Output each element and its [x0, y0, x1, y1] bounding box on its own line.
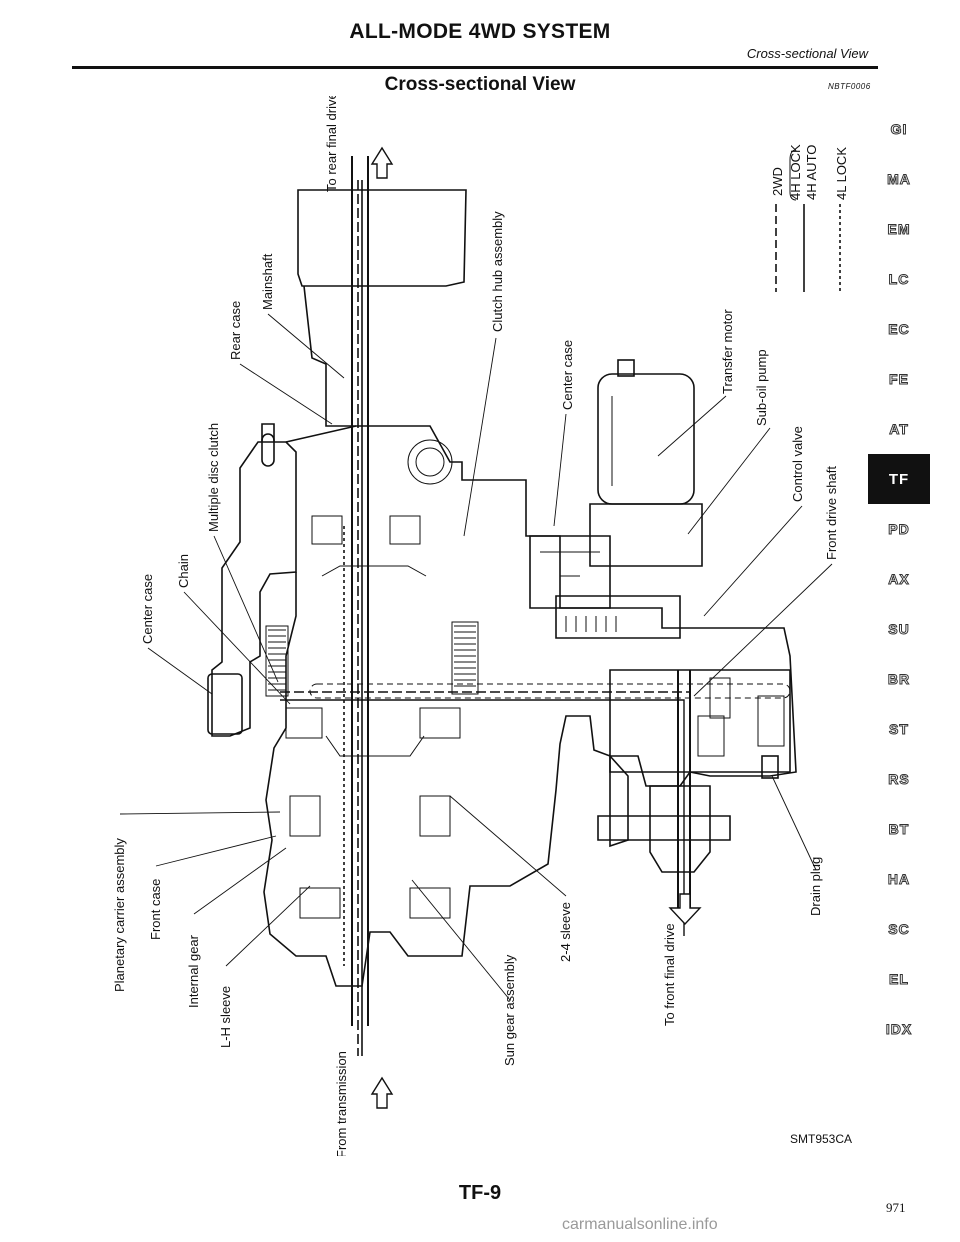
legend-4h-lock: 4H LOCK	[788, 144, 803, 200]
side-index-item[interactable]: SC	[888, 921, 910, 938]
label-mainshaft: Mainshaft	[260, 253, 275, 310]
flow-front	[280, 691, 691, 916]
label-multiple-disc-clutch: Multiple disc clutch	[206, 423, 221, 532]
side-index-item[interactable]: GI	[890, 121, 908, 138]
section-code: NBTF0006	[828, 82, 871, 91]
label-lh-sleeve: L-H sleeve	[218, 986, 233, 1048]
label-front-case: Front case	[148, 879, 163, 940]
header-section-label: Cross-sectional View	[746, 46, 868, 61]
label-chain: Chain	[176, 554, 191, 588]
side-index-item[interactable]: BR	[887, 671, 911, 688]
leader-lines	[119, 313, 833, 1001]
side-index-item[interactable]: EL	[889, 971, 909, 988]
side-index-item[interactable]: EC	[888, 321, 910, 338]
side-index-item[interactable]: BT	[888, 821, 910, 838]
label-sub-oil-pump: Sub-oil pump	[754, 349, 769, 426]
label-to-rear-final-drive: To rear final drive	[324, 96, 339, 192]
figure-id: SMT953CA	[790, 1132, 853, 1146]
side-index-item[interactable]: HA	[887, 871, 911, 888]
label-to-front-final-drive: To front final drive	[662, 923, 677, 1026]
side-index-item[interactable]: LC	[888, 271, 910, 288]
side-index-item[interactable]: ST	[889, 721, 909, 738]
label-internal-gear: Internal gear	[186, 934, 201, 1008]
label-drain-plug: Drain plug	[808, 857, 823, 916]
side-index-item[interactable]: AX	[888, 571, 910, 588]
label-clutch-hub-assembly: Clutch hub assembly	[490, 211, 505, 332]
arrow-up-rear-icon	[370, 146, 394, 179]
label-2-4-sleeve: 2-4 sleeve	[558, 902, 573, 962]
cross-section-diagram: Rear case Mainshaft Clutch hub assembly …	[112, 96, 849, 1156]
watermark: carmanualsonline.info	[562, 1216, 718, 1233]
label-center-case-top: Center case	[560, 340, 575, 410]
page-number: TF-9	[458, 1182, 502, 1204]
internal-components	[265, 396, 791, 919]
side-index-item[interactable]: RS	[888, 771, 910, 788]
side-index-item[interactable]: IDX	[885, 1021, 913, 1038]
legend-brace	[789, 149, 797, 201]
flow-front-solid	[280, 699, 685, 916]
arrow-up-input-icon	[370, 1076, 394, 1109]
side-index-item[interactable]: EM	[887, 221, 911, 238]
label-rear-case: Rear case	[228, 301, 243, 360]
side-index-item[interactable]: PD	[888, 521, 910, 538]
label-sun-gear-assembly: Sun gear assembly	[502, 954, 517, 1066]
header-rule	[72, 66, 878, 69]
label-control-valve: Control valve	[790, 426, 805, 502]
side-index: GI MA EM LC EC FE AT TF PD AX SU BR ST R…	[868, 104, 930, 1054]
side-index-item[interactable]: FE	[889, 371, 909, 388]
label-transfer-motor: Transfer motor	[720, 309, 735, 394]
power-flow-legend: 2WD 4H LOCK 4H AUTO 4L LOCK	[770, 144, 849, 292]
legend-4l-lock: 4L LOCK	[834, 147, 849, 200]
side-index-item[interactable]: AT	[889, 421, 909, 438]
side-index-item[interactable]: MA	[887, 171, 911, 188]
label-planetary-carrier-assembly: Planetary carrier assembly	[112, 838, 127, 992]
page-title: ALL-MODE 4WD SYSTEM	[349, 20, 611, 43]
legend-2wd: 2WD	[770, 167, 785, 196]
arrow-down-front-icon	[668, 893, 702, 926]
label-front-drive-shaft: Front drive shaft	[824, 466, 839, 560]
power-flow-lines	[280, 180, 691, 1056]
side-index-item-active[interactable]: TF	[868, 454, 930, 504]
label-from-transmission: From transmission	[334, 1051, 349, 1156]
legend-4h-auto: 4H AUTO	[804, 145, 819, 200]
side-index-item[interactable]: SU	[888, 621, 910, 638]
flow-arrows	[370, 146, 702, 1109]
section-title: Cross-sectional View	[384, 74, 576, 95]
label-center-case-left: Center case	[140, 574, 155, 644]
component-labels: Rear case Mainshaft Clutch hub assembly …	[112, 96, 839, 1156]
transfer-housing-outline	[207, 189, 797, 987]
corner-page-number: 971	[886, 1200, 906, 1215]
